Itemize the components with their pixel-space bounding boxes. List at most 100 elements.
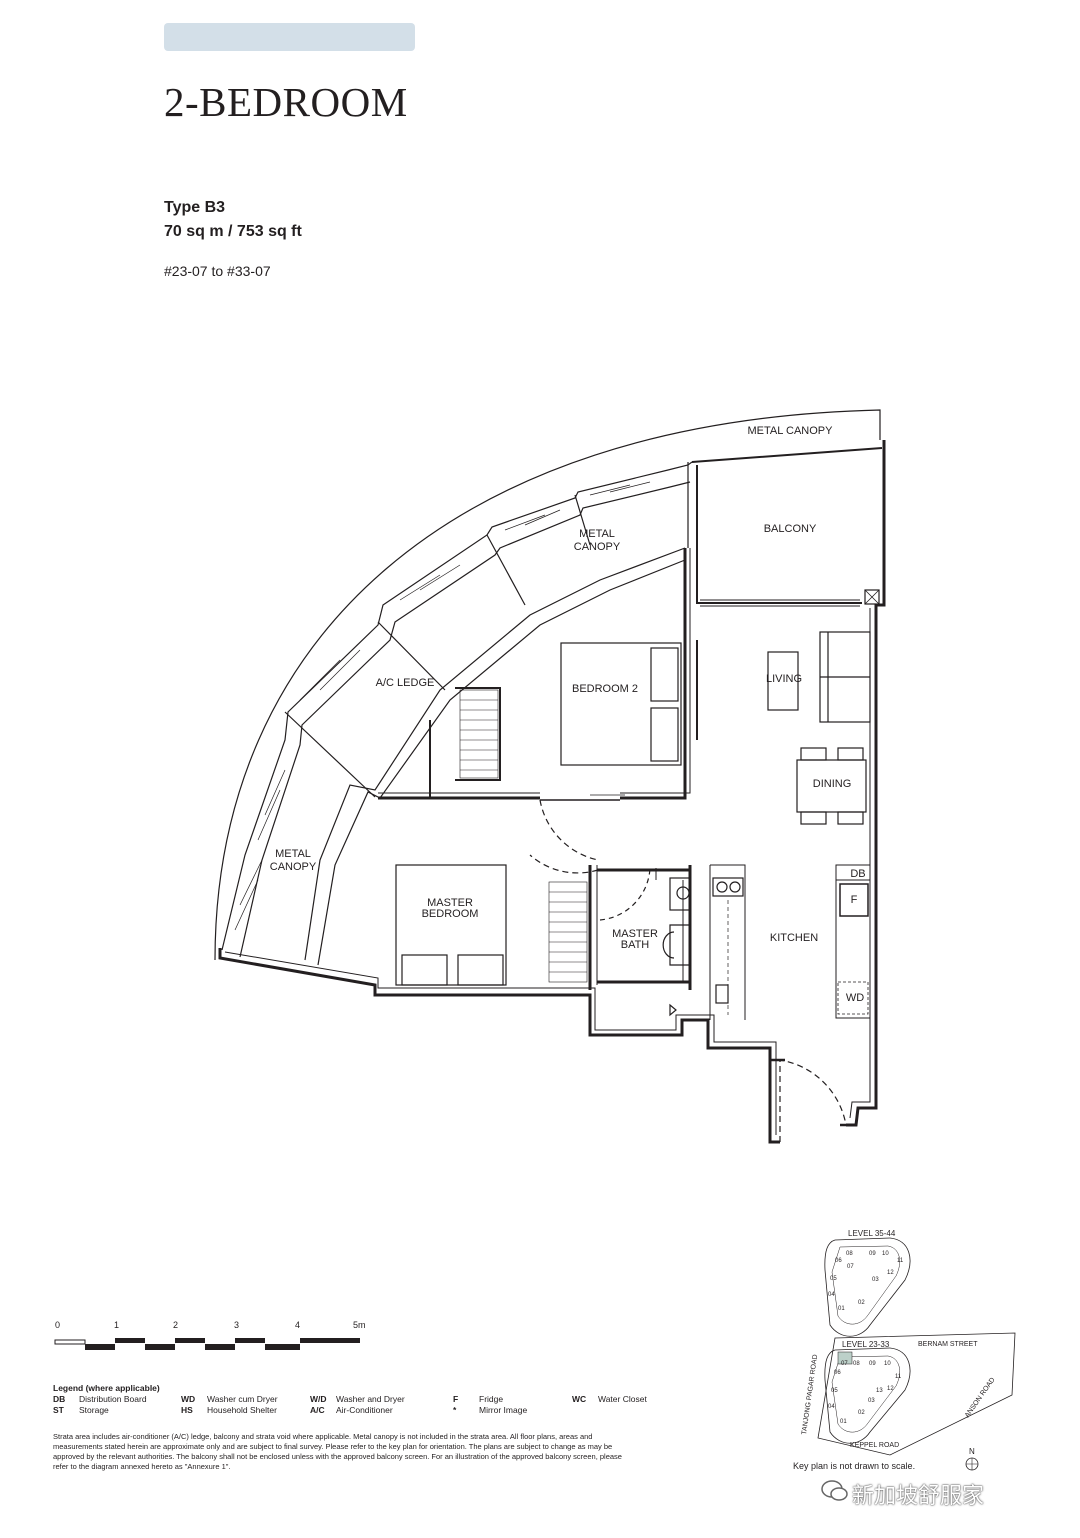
label-living: LIVING	[766, 673, 802, 685]
kitchen-counter-left	[709, 864, 746, 1020]
keyplan-lower-unit-03: 03	[868, 1398, 875, 1404]
door-swing-bath	[599, 867, 651, 921]
keyplan-road-tanjong: TANJONG PAGAR ROAD	[801, 1354, 819, 1435]
header-tab-bar	[164, 23, 415, 51]
scale-tick-1: 1	[114, 1320, 120, 1330]
keyplan-lower-unit-10: 10	[884, 1361, 891, 1367]
canopy-dividers	[284, 462, 689, 798]
door-swing-bedroom2	[539, 799, 599, 861]
keyplan-lower-unit-01: 01	[840, 1419, 847, 1425]
mirror-marker	[669, 1003, 677, 1017]
keyplan-tower-lower	[824, 1347, 911, 1444]
page-title: 2-BEDROOM	[164, 79, 408, 125]
keyplan-lower-unit-11: 11	[895, 1374, 902, 1380]
keyplan-upper-unit-06: 06	[835, 1258, 842, 1264]
keyplan-lower-unit-12: 12	[887, 1386, 894, 1392]
keyplan-lower-unit-04: 04	[828, 1404, 835, 1410]
key-plan	[817, 1237, 1016, 1471]
keyplan-lower-unit-07: 07	[841, 1361, 848, 1367]
label-master-bath-1: MASTER	[612, 928, 658, 940]
keyplan-upper-unit-11: 11	[897, 1258, 904, 1264]
keyplan-level-upper: LEVEL 35-44	[848, 1229, 896, 1238]
legend-title: Legend (where applicable)	[53, 1383, 160, 1393]
keyplan-site	[817, 1332, 1016, 1456]
kitchen-counter-right	[835, 864, 871, 1019]
outer-canopy-arc	[214, 409, 881, 961]
keyplan-road-keppel: KEPPEL ROAD	[850, 1442, 899, 1449]
scale-bar	[54, 1338, 360, 1350]
sofa	[819, 631, 871, 723]
watermark-text: 新加坡舒服家	[852, 1484, 985, 1509]
bedroom2-wardrobe-wall	[429, 687, 501, 798]
canopy-band-inner2	[304, 547, 686, 961]
keyplan-upper-unit-04: 04	[828, 1292, 835, 1298]
label-db: DB	[850, 868, 865, 880]
keyplan-upper-unit-09: 09	[869, 1251, 876, 1257]
keyplan-upper-unit-02: 02	[858, 1300, 865, 1306]
label-metal-canopy-mid-1: METAL	[579, 528, 615, 540]
label-balcony: BALCONY	[764, 523, 817, 535]
vanity-basin	[669, 877, 691, 911]
scale-numbers: 0 1 2 3 4 5m	[55, 1320, 375, 1334]
kitchen-hob	[715, 984, 729, 1004]
keyplan-upper-unit-12: 12	[887, 1270, 894, 1276]
label-metal-canopy-left-1: METAL	[275, 848, 311, 860]
unit-outline-inner	[224, 608, 871, 1135]
keyplan-lower-unit-09: 09	[869, 1361, 876, 1367]
label-kitchen: KITCHEN	[770, 932, 818, 944]
label-metal-canopy-left-2: CANOPY	[270, 861, 317, 873]
scale-tick-4: 4	[295, 1320, 301, 1330]
label-master-bedroom-1: MASTER	[427, 897, 473, 909]
label-master-bedroom-2: BEDROOM	[422, 908, 479, 920]
entrance-door	[779, 1059, 847, 1142]
keyplan-road-anson: ANSON ROAD	[964, 1377, 997, 1420]
scale-tick-0: 0	[55, 1320, 61, 1330]
legend-item: *Mirror Image	[453, 1405, 528, 1415]
keyplan-lower-unit-06: 06	[834, 1370, 841, 1376]
unit-range: #23-07 to #33-07	[164, 263, 271, 279]
keyplan-upper-unit-05: 05	[830, 1276, 837, 1282]
unit-area: 70 sq m / 753 sq ft	[164, 223, 302, 240]
label-bedroom2: BEDROOM 2	[572, 683, 638, 695]
label-metal-canopy-top: METAL CANOPY	[748, 425, 834, 437]
keyplan-road-bernam: BERNAM STREET	[918, 1341, 978, 1348]
label-master-bath-2: BATH	[621, 939, 650, 951]
canopy-band-outer	[221, 461, 693, 951]
label-fridge: F	[851, 894, 858, 906]
disclaimer-text: Strata area includes air-conditioner (A/…	[53, 1432, 622, 1471]
living-table	[767, 651, 799, 711]
riser-box	[864, 589, 880, 605]
keyplan-lower-unit-05: 05	[831, 1388, 838, 1394]
keyplan-lower-unit-02: 02	[858, 1410, 865, 1416]
scale-tick-3: 3	[234, 1320, 240, 1330]
unit-outline	[218, 440, 886, 1144]
keyplan-lower-unit-08: 08	[853, 1361, 860, 1367]
toilet	[662, 924, 691, 966]
keyplan-lower-unit-13: 13	[876, 1388, 883, 1394]
keyplan-highlight-unit	[837, 1351, 853, 1365]
keyplan-upper-unit-07: 07	[847, 1264, 854, 1270]
keyplan-tower-upper	[824, 1237, 911, 1337]
dining-set	[796, 747, 867, 825]
kitchen-sink	[712, 877, 744, 897]
scale-tick-2: 2	[173, 1320, 179, 1330]
label-metal-canopy-mid-2: CANOPY	[574, 541, 621, 553]
wechat-icon	[821, 1480, 848, 1501]
bedroom2-walls	[378, 548, 687, 800]
canopy-band-inner3	[317, 559, 686, 966]
label-ac-ledge: A/C LEDGE	[376, 677, 435, 689]
keyplan-upper-unit-01: 01	[838, 1306, 845, 1312]
canopy-bracing	[234, 481, 651, 931]
bed-bedroom2	[560, 642, 682, 766]
label-wd: WD	[846, 992, 864, 1004]
wardrobe-bedroom2	[459, 689, 499, 779]
fridge-box	[839, 883, 869, 917]
